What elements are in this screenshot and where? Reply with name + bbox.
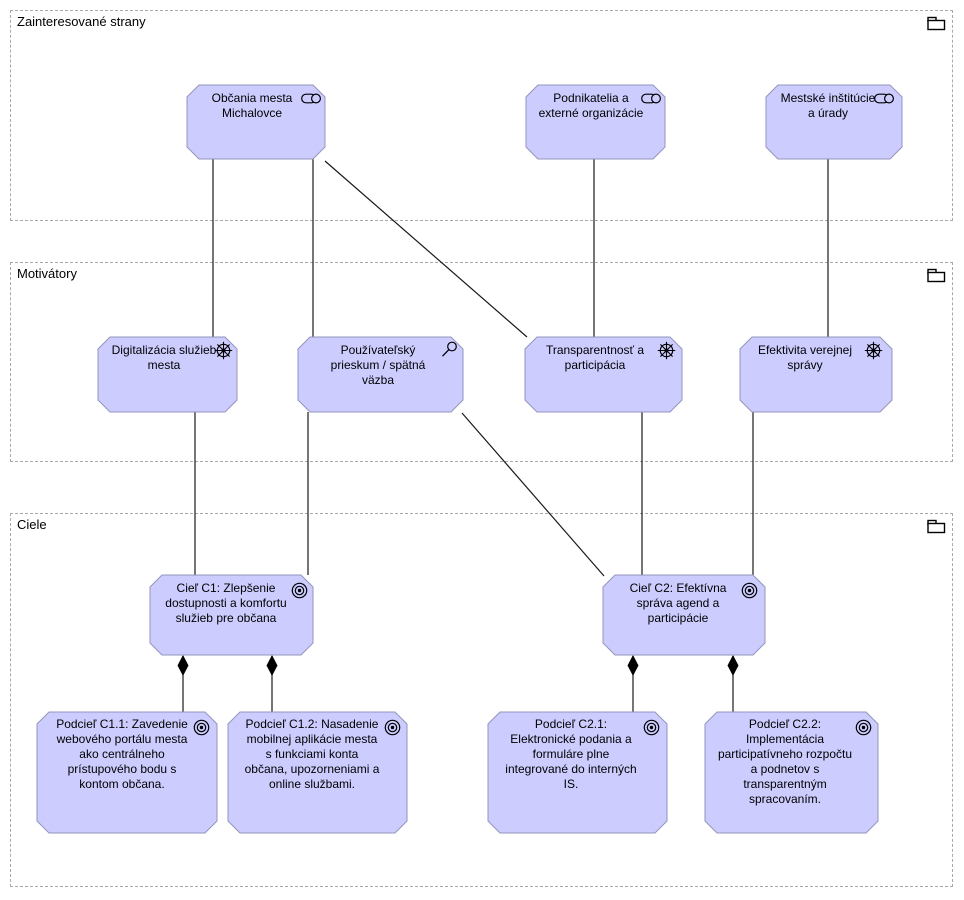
node-assessment-pouzivatelsky-prieskum[interactable]: Používateľský prieskum / spätná väzba xyxy=(318,343,438,405)
node-label: Cieľ C1: Zlepšenie dostupnosti a komfort… xyxy=(165,581,287,625)
node-shape-d1 xyxy=(97,336,238,413)
node-shapes xyxy=(36,84,903,834)
node-shape-d2 xyxy=(297,336,464,413)
node-label: Transparentnosť a participácia xyxy=(545,343,645,372)
node-goal-c1[interactable]: Cieľ C1: Zlepšenie dostupnosti a komfort… xyxy=(164,581,288,649)
node-driver-efektivita-spravy[interactable]: Efektivita verejnej správy xyxy=(752,343,858,405)
node-shape-c21 xyxy=(487,711,668,834)
node-stakeholder-obcania-mesta-michalovce[interactable]: Občania mesta Michalovce xyxy=(191,91,313,153)
node-label: Občania mesta Michalovce xyxy=(211,91,293,120)
stakeholder-icon xyxy=(641,92,662,110)
driver-wheel-icon xyxy=(657,341,676,365)
node-shape-c22 xyxy=(704,711,879,834)
node-label: Podcieľ C1.1: Zavedenie webového portálu… xyxy=(56,717,188,791)
node-label: Mestské inštitúcie a úrady xyxy=(780,91,876,120)
composition-diamond xyxy=(266,655,278,676)
node-shape-c12 xyxy=(227,711,408,834)
node-shape-c1 xyxy=(149,574,314,656)
group-title: Zainteresované strany xyxy=(17,14,146,29)
group-folder-icon xyxy=(927,267,946,283)
assessment-magnifier-icon xyxy=(441,341,458,363)
node-label: Podcieľ C2.2: Implementácia participatív… xyxy=(717,717,853,806)
node-label: Cieľ C2: Efektívna správa agend a partic… xyxy=(629,581,727,625)
driver-wheel-icon xyxy=(864,341,883,365)
node-shape-s1 xyxy=(186,84,326,160)
group-drivers: Motivátory xyxy=(10,262,953,462)
node-label: Podcieľ C1.2: Nasadenie mobilnej aplikác… xyxy=(244,717,380,791)
node-goal-c1-2[interactable]: Podcieľ C1.2: Nasadenie mobilnej aplikác… xyxy=(244,717,380,827)
node-stakeholder-podnikatelia[interactable]: Podnikatelia a externé organizácie xyxy=(532,91,650,153)
stakeholder-icon xyxy=(874,92,895,110)
node-shape-d4 xyxy=(739,336,893,413)
relationship-line xyxy=(324,160,528,338)
goal-target-icon xyxy=(741,582,758,604)
node-label: Podcieľ C2.1: Elektronické podania a for… xyxy=(505,717,637,791)
node-driver-transparentnost[interactable]: Transparentnosť a participácia xyxy=(539,343,651,405)
group-folder-icon xyxy=(927,15,946,31)
node-shape-d3 xyxy=(524,336,683,413)
goal-target-icon xyxy=(643,719,660,741)
group-goals: Ciele xyxy=(10,513,953,887)
group-title: Ciele xyxy=(17,517,47,532)
composition-diamonds xyxy=(177,655,739,676)
node-label: Používateľský prieskum / spätná väzba xyxy=(330,343,426,387)
group-folder-icon xyxy=(927,518,946,534)
node-shape-s3 xyxy=(765,84,903,160)
node-label: Efektivita verejnej správy xyxy=(757,343,853,372)
composition-diamond xyxy=(727,655,739,676)
relationship-lines xyxy=(182,159,829,712)
node-goal-c2-1[interactable]: Podcieľ C2.1: Elektronické podania a for… xyxy=(502,717,640,827)
relationship-line xyxy=(461,412,605,577)
stakeholder-icon xyxy=(301,92,322,110)
node-goal-c2[interactable]: Cieľ C2: Efektívna správa agend a partic… xyxy=(617,581,739,649)
node-shape-s2 xyxy=(525,84,666,160)
node-shape-c11 xyxy=(36,711,218,834)
node-label: Podnikatelia a externé organizácie xyxy=(538,91,644,120)
node-driver-digitalizacia-sluzieb[interactable]: Digitalizácia služieb mesta xyxy=(110,343,218,405)
driver-wheel-icon xyxy=(214,341,233,365)
goal-target-icon xyxy=(384,719,401,741)
group-title: Motivátory xyxy=(17,266,77,281)
group-stakeholders: Zainteresované strany xyxy=(10,10,953,221)
composition-diamond xyxy=(627,655,639,676)
goal-target-icon xyxy=(193,719,210,741)
composition-diamond xyxy=(177,655,189,676)
goal-target-icon xyxy=(291,582,308,604)
node-label: Digitalizácia služieb mesta xyxy=(111,343,217,372)
node-stakeholder-mestske-institucie[interactable]: Mestské inštitúcie a úrady xyxy=(778,91,878,153)
node-goal-c1-1[interactable]: Podcieľ C1.1: Zavedenie webového portálu… xyxy=(52,717,192,827)
node-shape-c2 xyxy=(602,574,766,656)
goal-target-icon xyxy=(855,719,872,741)
node-goal-c2-2[interactable]: Podcieľ C2.2: Implementácia participatív… xyxy=(717,717,853,827)
